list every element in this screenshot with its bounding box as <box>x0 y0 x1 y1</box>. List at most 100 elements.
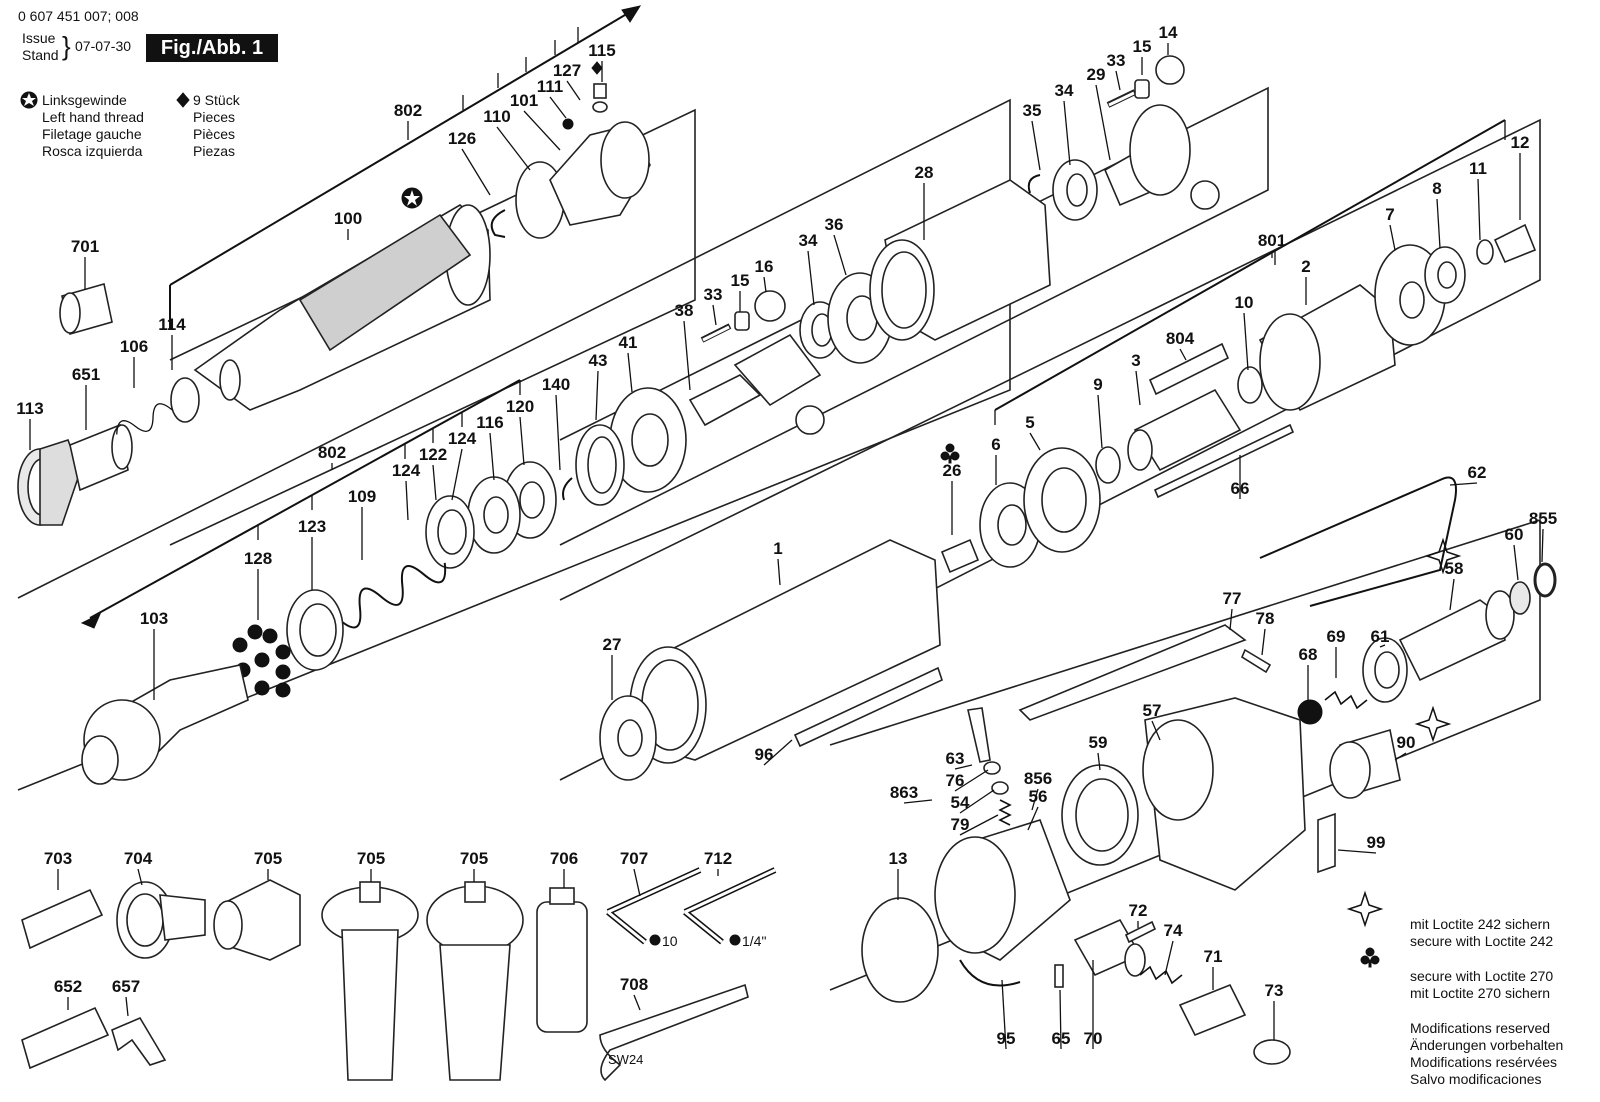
leader-line-101 <box>523 110 561 151</box>
four-point-star-icon <box>1414 705 1452 743</box>
part-73-cap <box>1253 1039 1291 1065</box>
part-70-valve-sleeve <box>1073 918 1146 977</box>
callout-705: 705 <box>357 849 385 868</box>
leader-line-76 <box>954 769 989 792</box>
part-705-side-handle-b <box>426 881 524 1081</box>
part-12-screw <box>1493 223 1537 264</box>
part-701-bushing <box>59 282 113 336</box>
leader-line-16 <box>763 276 767 293</box>
leader-line-3 <box>1135 370 1141 406</box>
callout-26: 26 <box>943 461 962 480</box>
callout-59: 59 <box>1089 733 1108 752</box>
callout-657: 657 <box>112 977 140 996</box>
callout-36: 36 <box>825 215 844 234</box>
part-41-bearing <box>609 387 687 493</box>
part-76-seal <box>983 761 1001 775</box>
leader-line-65 <box>1059 989 1062 1050</box>
legend-line: Rosca izquierda <box>42 143 143 159</box>
leader-line-96 <box>763 739 793 766</box>
leader-line-43 <box>595 370 599 421</box>
loctite-242-line: secure with Loctite 242 <box>1410 933 1554 949</box>
part-78-pin <box>1240 648 1272 674</box>
leader-line-34 <box>807 250 815 306</box>
part-15-needle-bearing <box>734 311 750 331</box>
leader-line-124 <box>451 448 463 501</box>
legend-line: 9 Stück <box>193 92 240 108</box>
callout-115: 115 <box>588 41 615 60</box>
legend-line: Linksgewinde <box>42 92 127 108</box>
part-14-planet-gear <box>1155 55 1220 210</box>
callout-863: 863 <box>890 783 918 802</box>
part-57-head-housing <box>1142 697 1306 891</box>
part-140-circlip <box>562 477 573 501</box>
part-9-washer <box>1095 446 1121 484</box>
leader-line-58 <box>1449 578 1455 611</box>
part-35-circlip <box>1027 174 1041 194</box>
callout-124: 124 <box>448 429 477 448</box>
callout-73: 73 <box>1265 981 1284 1000</box>
callout-116: 116 <box>476 413 503 432</box>
callout-701: 701 <box>71 237 99 256</box>
callout-703: 703 <box>44 849 72 868</box>
leader-line-804 <box>1179 348 1187 361</box>
part-123-washer <box>286 589 344 671</box>
leader-line-95 <box>1001 979 1007 1050</box>
modifications-notes: Modifications reserved Änderungen vorbeh… <box>1410 1020 1563 1088</box>
part-1-motor-housing <box>629 539 941 764</box>
callout-12: 12 <box>1511 133 1530 152</box>
leader-line-36 <box>833 234 847 276</box>
part-103-spindle <box>81 664 249 785</box>
callout-704: 704 <box>124 849 153 868</box>
leader-line-59 <box>1097 752 1101 771</box>
hex-key-size-quarter: 1/4" <box>742 933 766 949</box>
part-61-washer <box>1362 637 1408 703</box>
callout-29: 29 <box>1087 65 1106 84</box>
hex-key-size-10: 10 <box>662 933 678 949</box>
four-point-star-icon <box>1346 890 1384 928</box>
callout-56: 56 <box>1029 787 1048 806</box>
leader-line-35 <box>1031 120 1041 171</box>
callout-708: 708 <box>620 975 648 994</box>
callout-652: 652 <box>54 977 82 996</box>
callout-9: 9 <box>1093 375 1102 394</box>
leader-line-78 <box>1261 628 1266 656</box>
callout-712: 712 <box>704 849 732 868</box>
part-101-valve-body <box>549 121 651 226</box>
part-62-bracket-wire <box>1259 476 1457 607</box>
leader-line-10 <box>1243 312 1249 371</box>
leader-line-120 <box>519 416 525 466</box>
callout-856: 856 <box>1024 769 1052 788</box>
callout-69: 69 <box>1327 627 1346 646</box>
leader-line-77 <box>1229 608 1233 631</box>
callout-127: 127 <box>553 61 581 80</box>
leader-line-34 <box>1063 100 1071 166</box>
part-65-pin <box>1054 964 1064 988</box>
issue-date: 07-07-30 <box>75 38 132 54</box>
callout-33: 33 <box>1107 51 1126 70</box>
diamond-icon <box>591 61 603 75</box>
callout-33: 33 <box>704 285 723 304</box>
part-77-lever <box>1018 624 1247 721</box>
part-703-fitting <box>21 888 104 950</box>
leader-line-41 <box>627 352 633 393</box>
callout-124: 124 <box>392 461 421 480</box>
callout-651: 651 <box>72 365 100 384</box>
part-10-washer <box>1237 366 1263 404</box>
diamond-icon <box>176 92 190 108</box>
leader-line-38 <box>683 320 691 391</box>
part-804-vane <box>1148 342 1230 396</box>
callout-140: 140 <box>542 375 570 394</box>
callout-1: 1 <box>773 539 782 558</box>
part-54-seal <box>991 781 1009 795</box>
part-8-bearing <box>1424 246 1466 304</box>
part-33b-pin <box>1106 89 1137 108</box>
part-652-fitting <box>21 1006 110 1070</box>
callout-114: 114 <box>158 315 186 334</box>
callout-802: 802 <box>394 101 422 120</box>
leader-line-856 <box>1031 788 1039 811</box>
callout-77: 77 <box>1223 589 1242 608</box>
four-point-star-icon <box>1424 537 1462 575</box>
part-115-screw <box>593 83 607 99</box>
legend-left-hand-thread: Linksgewinde Left hand thread Filetage g… <box>42 92 144 160</box>
part-68-ball <box>1297 699 1323 725</box>
